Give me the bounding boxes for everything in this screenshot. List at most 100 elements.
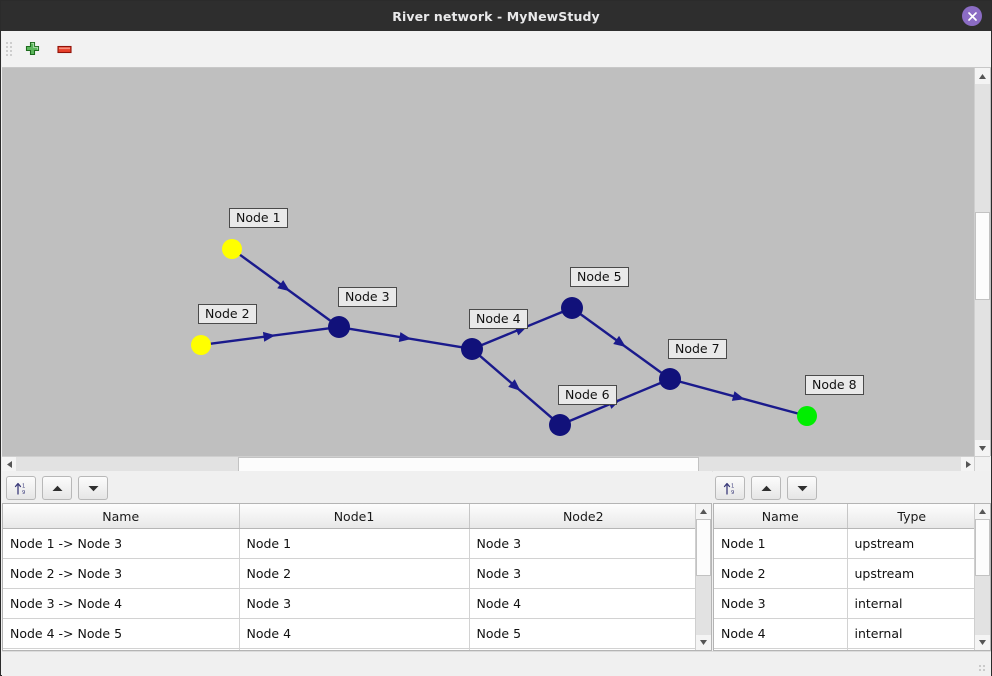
branches-move-up-button[interactable] [42,476,72,500]
column-header-node2[interactable]: Node2 [469,504,697,529]
table-cell[interactable] [469,648,697,650]
graph-node-node4[interactable] [461,338,483,360]
canvas-vscroll-thumb[interactable] [975,212,990,300]
graph-node-node7[interactable] [659,368,681,390]
nodes-move-down-button[interactable] [787,476,817,500]
branches-vtrack[interactable] [696,576,711,635]
branch-table-row[interactable] [3,648,697,650]
nodes-scroll-down-button[interactable] [975,635,990,650]
table-cell[interactable]: internal [847,588,976,619]
node-label-node2[interactable]: Node 2 [198,304,257,324]
node-label-node1[interactable]: Node 1 [229,208,288,228]
nodes-vscroll-thumb[interactable] [975,519,990,576]
canvas-htrack-right[interactable] [699,457,961,472]
table-cell[interactable] [3,648,240,650]
table-cell[interactable]: Node 3 -> Node 4 [3,588,240,619]
nodes-move-up-button[interactable] [751,476,781,500]
remove-node-button[interactable] [50,35,78,63]
table-cell[interactable]: Node 2 -> Node 3 [3,558,240,589]
sort-ascending-icon: 1 9 [723,482,734,496]
node-label-node6[interactable]: Node 6 [558,385,617,405]
canvas-scroll-right-button[interactable] [961,457,975,472]
table-cell[interactable]: Node 1 [714,528,848,559]
canvas-htrack-left[interactable] [16,457,238,472]
table-cell[interactable]: Node 4 [714,618,848,649]
table-cell[interactable]: Node 3 [239,588,470,619]
canvas-vtrack-upper[interactable] [975,84,990,212]
nodes-vtrack[interactable] [975,576,990,635]
graph-node-node8[interactable] [797,406,817,426]
table-cell[interactable] [847,648,976,650]
river-network-canvas[interactable]: Node 1 Node 2 Node 3 Node 4 Node 5 Node 6 Node… [2,68,991,456]
column-header-name[interactable]: Name [714,504,848,529]
branches-vscroll-thumb[interactable] [696,519,711,576]
graph-node-node5[interactable] [561,297,583,319]
graph-node-node2[interactable] [191,335,211,355]
node-label-node4[interactable]: Node 4 [469,309,528,329]
canvas-horizontal-scrollbar[interactable] [2,456,975,472]
node-label-node8[interactable]: Node 8 [805,375,864,395]
toolbar-drag-handle[interactable] [5,40,14,58]
column-header-name[interactable]: Name [3,504,240,529]
table-cell[interactable]: Node 2 [239,558,470,589]
resize-grip-icon[interactable] [978,664,987,673]
table-cell[interactable]: internal [847,618,976,649]
table-cell[interactable]: upstream [847,528,976,559]
canvas-hscroll-thumb[interactable] [238,457,699,472]
canvas-vtrack-lower[interactable] [975,300,990,440]
table-cell[interactable]: upstream [847,558,976,589]
nodes-scroll-up-button[interactable] [975,504,990,519]
close-window-button[interactable] [962,6,982,26]
canvas-scroll-down-button[interactable] [975,440,990,456]
node-label-node3[interactable]: Node 3 [338,287,397,307]
network-diagram[interactable] [2,68,991,456]
column-header-type[interactable]: Type [847,504,976,529]
node-label-node5[interactable]: Node 5 [570,267,629,287]
branches-move-down-button[interactable] [78,476,108,500]
table-cell[interactable]: Node 4 [469,588,697,619]
table-cell[interactable]: Node 3 [469,558,697,589]
table-cell[interactable]: Node 3 [469,528,697,559]
branches-sort-button[interactable]: 1 9 [6,476,36,500]
node-label-node7[interactable]: Node 7 [668,339,727,359]
nodes-vertical-scrollbar[interactable] [974,504,990,650]
table-cell[interactable]: Node 1 [239,528,470,559]
branches-scroll-down-button[interactable] [696,635,711,650]
table-cell[interactable]: Node 3 [714,588,848,619]
add-node-button[interactable] [18,35,46,63]
canvas-scroll-up-button[interactable] [975,68,990,84]
window-titlebar: River network - MyNewStudy [1,1,991,31]
canvas-scroll-left-button[interactable] [2,457,16,472]
table-cell[interactable]: Node 4 [239,618,470,649]
node-table-row[interactable] [714,648,976,650]
table-cell[interactable] [714,648,848,650]
add-node-icon [25,41,39,55]
branches-vertical-scrollbar[interactable] [695,504,711,650]
table-cell[interactable]: Node 4 -> Node 5 [3,618,240,649]
table-cell[interactable]: Node 2 [714,558,848,589]
column-header-node1[interactable]: Node1 [239,504,470,529]
nodes-sort-button[interactable]: 1 9 [715,476,745,500]
graph-node-node6[interactable] [549,414,571,436]
table-cell[interactable] [239,648,470,650]
canvas-vertical-scrollbar[interactable] [974,68,990,456]
table-cell[interactable]: Node 5 [469,618,697,649]
graph-node-node1[interactable] [222,239,242,259]
graph-node-node3[interactable] [328,316,350,338]
branches-scroll-up-button[interactable] [696,504,711,519]
table-cell[interactable]: Node 1 -> Node 3 [3,528,240,559]
